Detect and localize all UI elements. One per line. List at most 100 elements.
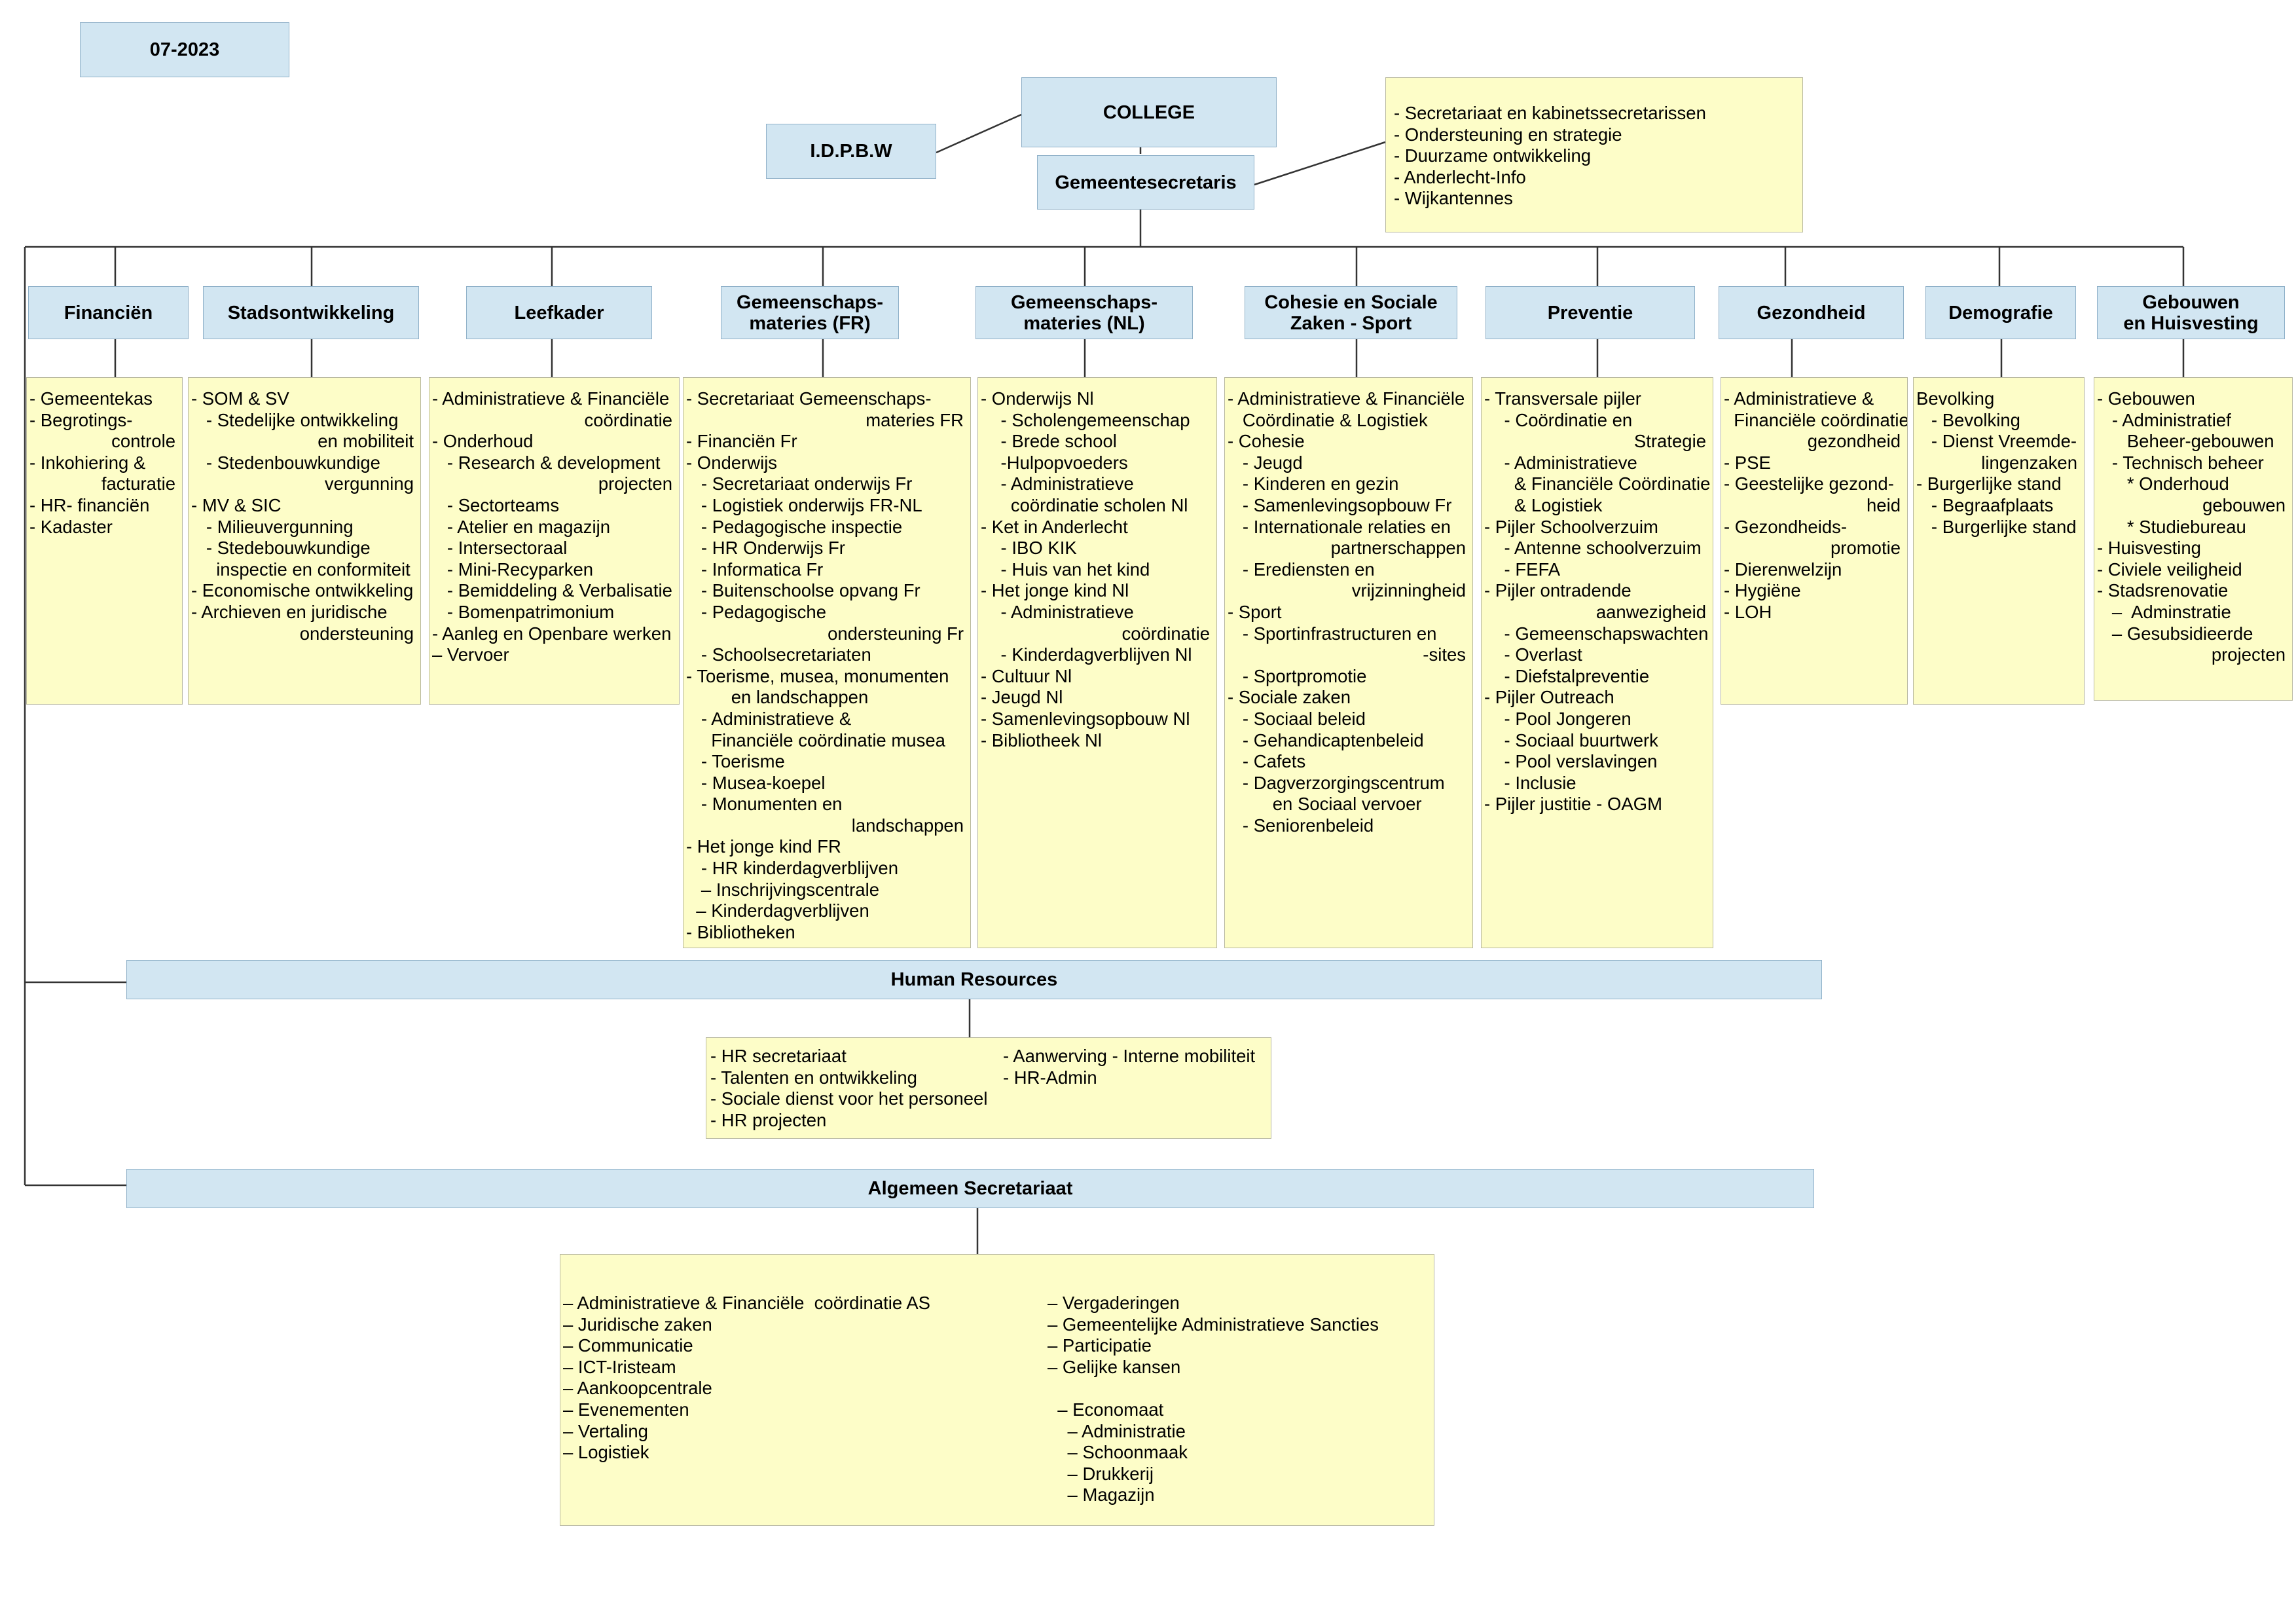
dept-item: Coördinatie & Logistiek <box>1228 409 1428 430</box>
dept-item: - Pijler justitie - OAGM <box>1484 794 1662 815</box>
dept-item: - Toerisme <box>686 751 785 772</box>
dept-item: - Internationale relaties en <box>1228 516 1451 537</box>
dept-item: - Research & development <box>432 452 661 473</box>
dept-item: Financiële coördinatie musea <box>686 729 945 750</box>
dept-item: - Het jonge kind FR <box>686 836 841 857</box>
dept-item: - Inkohiering & <box>29 452 146 473</box>
algemeen-secretariaat-box: – Administratieve & Financiële coördinat… <box>560 1254 1434 1526</box>
dept-item: lingenzaken <box>1981 452 2077 473</box>
dept-item: - Jeugd <box>1228 452 1303 473</box>
dept-item: - Milieuvergunning <box>191 516 354 537</box>
dept-item: - Pijler Schoolverzuim <box>1484 516 1658 537</box>
dept-item: - Inclusie <box>1484 772 1576 793</box>
dept-item: facturatie <box>101 473 175 494</box>
dept-item: coördinatie scholen Nl <box>981 494 1188 515</box>
dept-item: - Bevolking <box>1916 409 2020 430</box>
hr-item-line: - HR secretariaat <box>710 1046 847 1066</box>
dept-item: - Musea-koepel <box>686 772 826 793</box>
dept-item: - Seniorenbeleid <box>1228 815 1374 836</box>
dept-item: - Onderwijs <box>686 452 778 473</box>
dept-item: - Economische ontwikkeling <box>191 580 414 601</box>
as-item-line: – Evenementen <box>563 1399 689 1420</box>
dept-item: - Financiën Fr <box>686 431 797 452</box>
dept-item: - Monumenten en <box>686 794 843 815</box>
dept-item: - Scholengemeenschap <box>981 409 1190 430</box>
dept-item: & Logistiek <box>1484 494 1603 515</box>
dept-item: - Stedelijke ontwikkeling <box>191 409 399 430</box>
dept-item: - Jeugd Nl <box>981 687 1063 708</box>
dept-item: coördinatie <box>1121 623 1210 644</box>
dept-box-financien: - Gemeentekas- Begrotings-controle- Inko… <box>26 377 183 705</box>
dept-item: - Pool verslavingen <box>1484 751 1658 772</box>
dept-item: - Dienst Vreemde- <box>1916 431 2077 452</box>
dept-item: en landschappen <box>686 687 869 708</box>
dept-item: - Pedagogische inspectie <box>686 516 903 537</box>
dept-item: - MV & SIC <box>191 494 282 515</box>
dept-item: - Brede school <box>981 431 1117 452</box>
dept-item: - Gebouwen <box>2097 388 2195 409</box>
dept-item: - Secretariaat Gemeenschaps- <box>686 388 932 409</box>
dept-item: ondersteuning Fr <box>828 623 964 644</box>
dept-item: - Huisvesting <box>2097 538 2201 559</box>
dept-item: - Diefstalpreventie <box>1484 665 1650 686</box>
staff-line: - Duurzame ontwikkeling <box>1394 145 1592 166</box>
as-item-line: – Juridische zaken <box>563 1314 712 1335</box>
dept-item: - LOH <box>1724 601 1772 622</box>
dept-item: vergunning <box>324 473 414 494</box>
dept-item: – Vervoer <box>432 644 509 665</box>
dept-item: controle <box>111 431 175 452</box>
as-item-line: – Aankoopcentrale <box>563 1378 712 1399</box>
dept-item: - Administratieve & Financiële <box>432 388 670 409</box>
dept-item: gezondheid <box>1807 431 1901 452</box>
dept-box-gemeenschaps-materies-fr: - Secretariaat Gemeenschaps-materies FR-… <box>683 377 971 948</box>
idpbw-box: I.D.P.B.W <box>766 124 936 179</box>
as-item-line: – Gemeentelijke Administratieve Sancties <box>1048 1314 1379 1335</box>
dept-box-gebouwen-en-huisvesting: - Gebouwen - Administratief Beheer-gebou… <box>2094 377 2293 701</box>
dept-item: - Huis van het kind <box>981 559 1150 580</box>
hr-item-line: - HR-Admin <box>1003 1067 1097 1088</box>
as-item-line: – Economaat <box>1048 1399 1164 1420</box>
dept-header-leefkader: Leefkader <box>466 286 652 339</box>
dept-box-gezondheid: - Administratieve & Financiële coördinat… <box>1721 377 1908 705</box>
dept-box-cohesie-en-sociale-zaken-sport: - Administratieve & Financiële Coördinat… <box>1224 377 1473 948</box>
hr-item-line: - HR projecten <box>710 1109 827 1130</box>
dept-item: - HR Onderwijs Fr <box>686 538 845 559</box>
dept-item: – Gesubsidieerde <box>2097 623 2253 644</box>
dept-item: - Bibliotheken <box>686 921 795 942</box>
dept-item: - Antenne schoolverzuim <box>1484 538 1702 559</box>
as-item-line: – Magazijn <box>1048 1485 1155 1505</box>
dept-item: - Pool Jongeren <box>1484 708 1631 729</box>
dept-header-cohesie-en-sociale-zaken-sport: Cohesie en Sociale Zaken - Sport <box>1245 286 1457 339</box>
as-item-line: – Gelijke kansen <box>1048 1356 1181 1377</box>
secretaris-staff-box: - Secretariaat en kabinetssecretarissen-… <box>1385 77 1803 232</box>
staff-line: - Ondersteuning en strategie <box>1394 124 1622 145</box>
date-label: 07-2023 <box>80 22 289 77</box>
dept-item: - Secretariaat onderwijs Fr <box>686 473 913 494</box>
dept-item: * Studiebureau <box>2097 516 2246 537</box>
as-item-line: – Communicatie <box>563 1335 693 1356</box>
dept-item: landschappen <box>851 815 964 836</box>
dept-item: - IBO KIK <box>981 538 1077 559</box>
dept-item: Beheer-gebouwen <box>2097 431 2274 452</box>
dept-header-financien: Financiën <box>28 286 189 339</box>
dept-item: - HR- financiën <box>29 494 150 515</box>
dept-item: - Pijler ontradende <box>1484 580 1631 601</box>
dept-item: - Pijler Outreach <box>1484 687 1614 708</box>
dept-item: - Erediensten en <box>1228 559 1375 580</box>
dept-item: promotie <box>1831 538 1901 559</box>
as-item-line: – Logistiek <box>563 1442 649 1463</box>
college-box: COLLEGE <box>1021 77 1277 147</box>
dept-item: - Civiele veiligheid <box>2097 559 2242 580</box>
dept-item: - Kinderdagverblijven Nl <box>981 644 1192 665</box>
dept-header-demografie: Demografie <box>1925 286 2076 339</box>
dept-item: - HR kinderdagverblijven <box>686 858 899 879</box>
dept-item: - Begrotings- <box>29 409 133 430</box>
dept-item: - Gemeentekas <box>29 388 153 409</box>
dept-item: - Sportinfrastructuren en <box>1228 623 1437 644</box>
dept-item: projecten <box>598 473 672 494</box>
dept-item: Bevolking <box>1916 388 1995 409</box>
dept-item: - Onderwijs Nl <box>981 388 1094 409</box>
